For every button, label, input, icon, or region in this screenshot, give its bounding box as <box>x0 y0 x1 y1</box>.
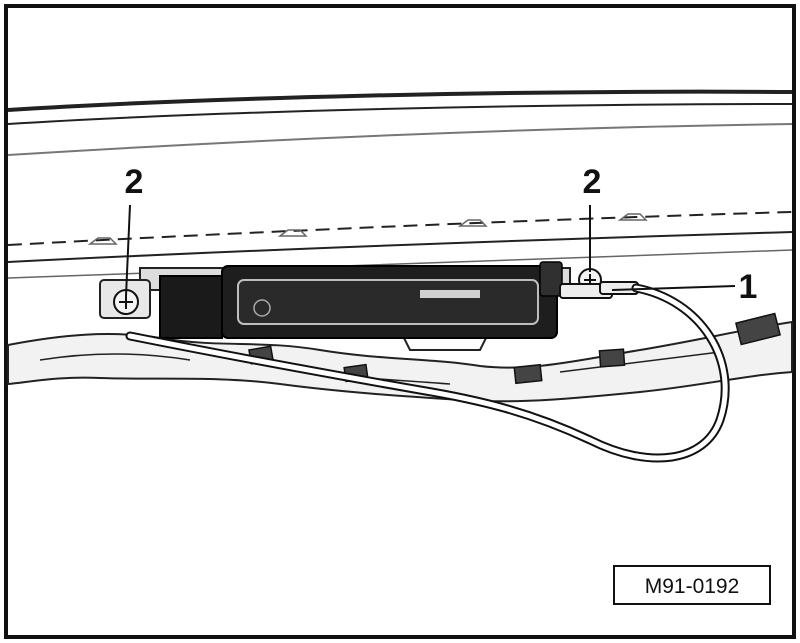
headliner-layer <box>7 320 793 403</box>
leader-lines <box>125 204 736 297</box>
antenna-amplifier <box>159 261 563 339</box>
connector-plug <box>559 281 639 299</box>
roof-panel-edge <box>7 89 793 279</box>
antenna-cable <box>125 283 730 463</box>
callout-screw-left: 2 <box>125 163 144 201</box>
reference-code: M91-0192 <box>645 575 740 598</box>
reference-code-box <box>613 565 771 605</box>
panel-clips <box>87 213 648 245</box>
callout-screw-right: 2 <box>583 163 602 201</box>
callout-antenna-amplifier: 1 <box>739 268 758 306</box>
